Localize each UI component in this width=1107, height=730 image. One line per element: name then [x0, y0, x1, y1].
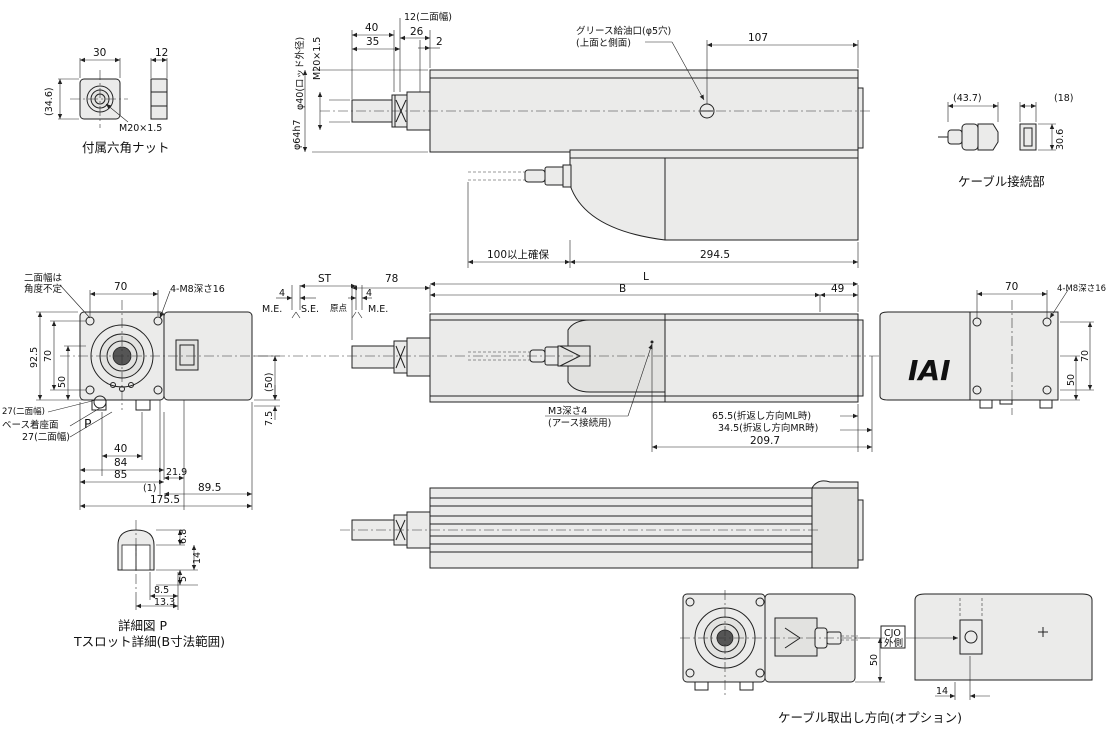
label-m8-depth: 4-M8深さ16: [170, 284, 225, 295]
dim-front-84: 84: [114, 457, 128, 469]
caption-detail-p: 詳細図 P: [118, 618, 167, 633]
rear-view: IAI: [879, 289, 1094, 415]
dim-top-26: 26: [410, 26, 424, 38]
dim-front-92-5: 92.5: [29, 347, 40, 368]
dim-p-8-5: 8.5: [154, 585, 169, 596]
label-cable-100: 100以上確保: [487, 248, 550, 261]
label-L: L: [643, 271, 649, 283]
dim-4a: 4: [279, 288, 285, 299]
dim-front-85: 85: [114, 469, 127, 481]
dim-cable-18: (18): [1054, 93, 1074, 104]
label-cjo-1: CJO: [884, 628, 901, 639]
label-grease-2: (上面と側面): [576, 37, 631, 49]
dim-option-14: 14: [936, 686, 948, 697]
label-twoflat-angle-2: 角度不定: [24, 283, 63, 295]
dim-rear-50: 50: [1066, 374, 1077, 386]
label-m3-2: (アース接続用): [548, 417, 611, 429]
dim-rear-70v: 70: [1080, 350, 1091, 362]
label-m8-depth-right: 4-M8深さ16: [1057, 284, 1106, 294]
caption-cable-option: ケーブル取出し方向(オプション): [778, 710, 962, 725]
dim-cable-30-6: 30.6: [1055, 129, 1066, 150]
dim-front-7-5: 7.5: [264, 411, 275, 426]
caption-tslot-detail: Tスロット詳細(B寸法範囲): [73, 634, 225, 649]
label-twoflat-27b: 27(二面幅): [22, 431, 70, 443]
dim-top-35: 35: [366, 36, 379, 48]
label-twoflat-angle-1: 二面幅は: [24, 272, 63, 284]
dim-front-21-9: 21.9: [166, 467, 187, 478]
hex-nut-view: [57, 57, 168, 128]
dim-option-50: 50: [869, 654, 880, 666]
label-mr: 34.5(折返し方向MR時): [718, 422, 818, 434]
dim-front-50p: (50): [264, 372, 275, 392]
cable-connection-view: [938, 102, 1056, 151]
dim-4b: 4: [366, 288, 372, 299]
label-origin: 原点: [330, 304, 348, 314]
dim-front-70: 70: [114, 281, 127, 293]
label-me-left: M.E.: [262, 304, 282, 315]
label-base-seat: ベース着座面: [2, 419, 59, 431]
label-detail-p-marker: P: [84, 416, 92, 431]
detail-p-view: [117, 520, 198, 610]
dim-top-2: 2: [436, 36, 443, 48]
dim-p-5: 5: [178, 576, 189, 582]
dim-49: 49: [831, 283, 844, 295]
label-st: ST: [318, 273, 332, 285]
dim-nut-30: 30: [93, 47, 106, 59]
dim-front-89-5: 89.5: [198, 482, 221, 494]
caption-cable-connection: ケーブル接続部: [958, 174, 1045, 189]
dim-front-1: (1): [143, 483, 156, 494]
dim-p-6-8: 6.8: [178, 529, 189, 544]
label-m20-nut: M20×1.5: [119, 123, 162, 134]
main-side-view: [275, 281, 880, 452]
dim-top-40: 40: [365, 22, 378, 34]
cable-option-view: [680, 590, 1093, 700]
dim-top-107: 107: [748, 32, 768, 44]
dim-rear-70: 70: [1005, 281, 1018, 293]
label-m20-rod: M20×1.5: [312, 37, 323, 80]
label-cjo-2: 外側: [884, 637, 903, 649]
dim-front-175-5: 175.5: [150, 494, 180, 506]
dim-p-14: 14: [192, 552, 203, 564]
dim-209-7: 209.7: [750, 435, 780, 447]
dim-78: 78: [385, 273, 398, 285]
label-B: B: [619, 283, 626, 295]
dim-nut-34-6: (34.6): [44, 87, 55, 116]
caption-hex-nut: 付属六角ナット: [82, 140, 170, 155]
label-se: S.E.: [301, 304, 319, 315]
bottom-side-view: [340, 480, 864, 569]
dim-nut-12: 12: [155, 47, 168, 59]
dim-front-50: 50: [57, 376, 68, 388]
label-twoflat-12: 12(二面幅): [404, 11, 452, 23]
front-view: [36, 284, 280, 510]
label-ml: 65.5(折返し方向ML時): [712, 410, 811, 422]
dim-front-70v: 70: [43, 350, 54, 362]
label-me-right: M.E.: [368, 304, 388, 315]
iai-logo: IAI: [908, 354, 951, 387]
dim-p-13-3: 13.3: [154, 597, 175, 608]
label-grease-1: グリース給油口(φ5穴): [576, 25, 671, 37]
label-m3-1: M3深さ4: [548, 406, 587, 417]
top-side-view: [302, 18, 870, 268]
label-rod-od: φ40(ロッド外径): [294, 37, 306, 110]
label-twoflat-27a: 27(二面幅): [2, 406, 45, 417]
dim-front-40: 40: [114, 443, 127, 455]
dim-top-294-5: 294.5: [700, 249, 730, 261]
label-phi64: φ64h7: [292, 120, 303, 150]
dim-cable-43-7: (43.7): [953, 93, 982, 104]
